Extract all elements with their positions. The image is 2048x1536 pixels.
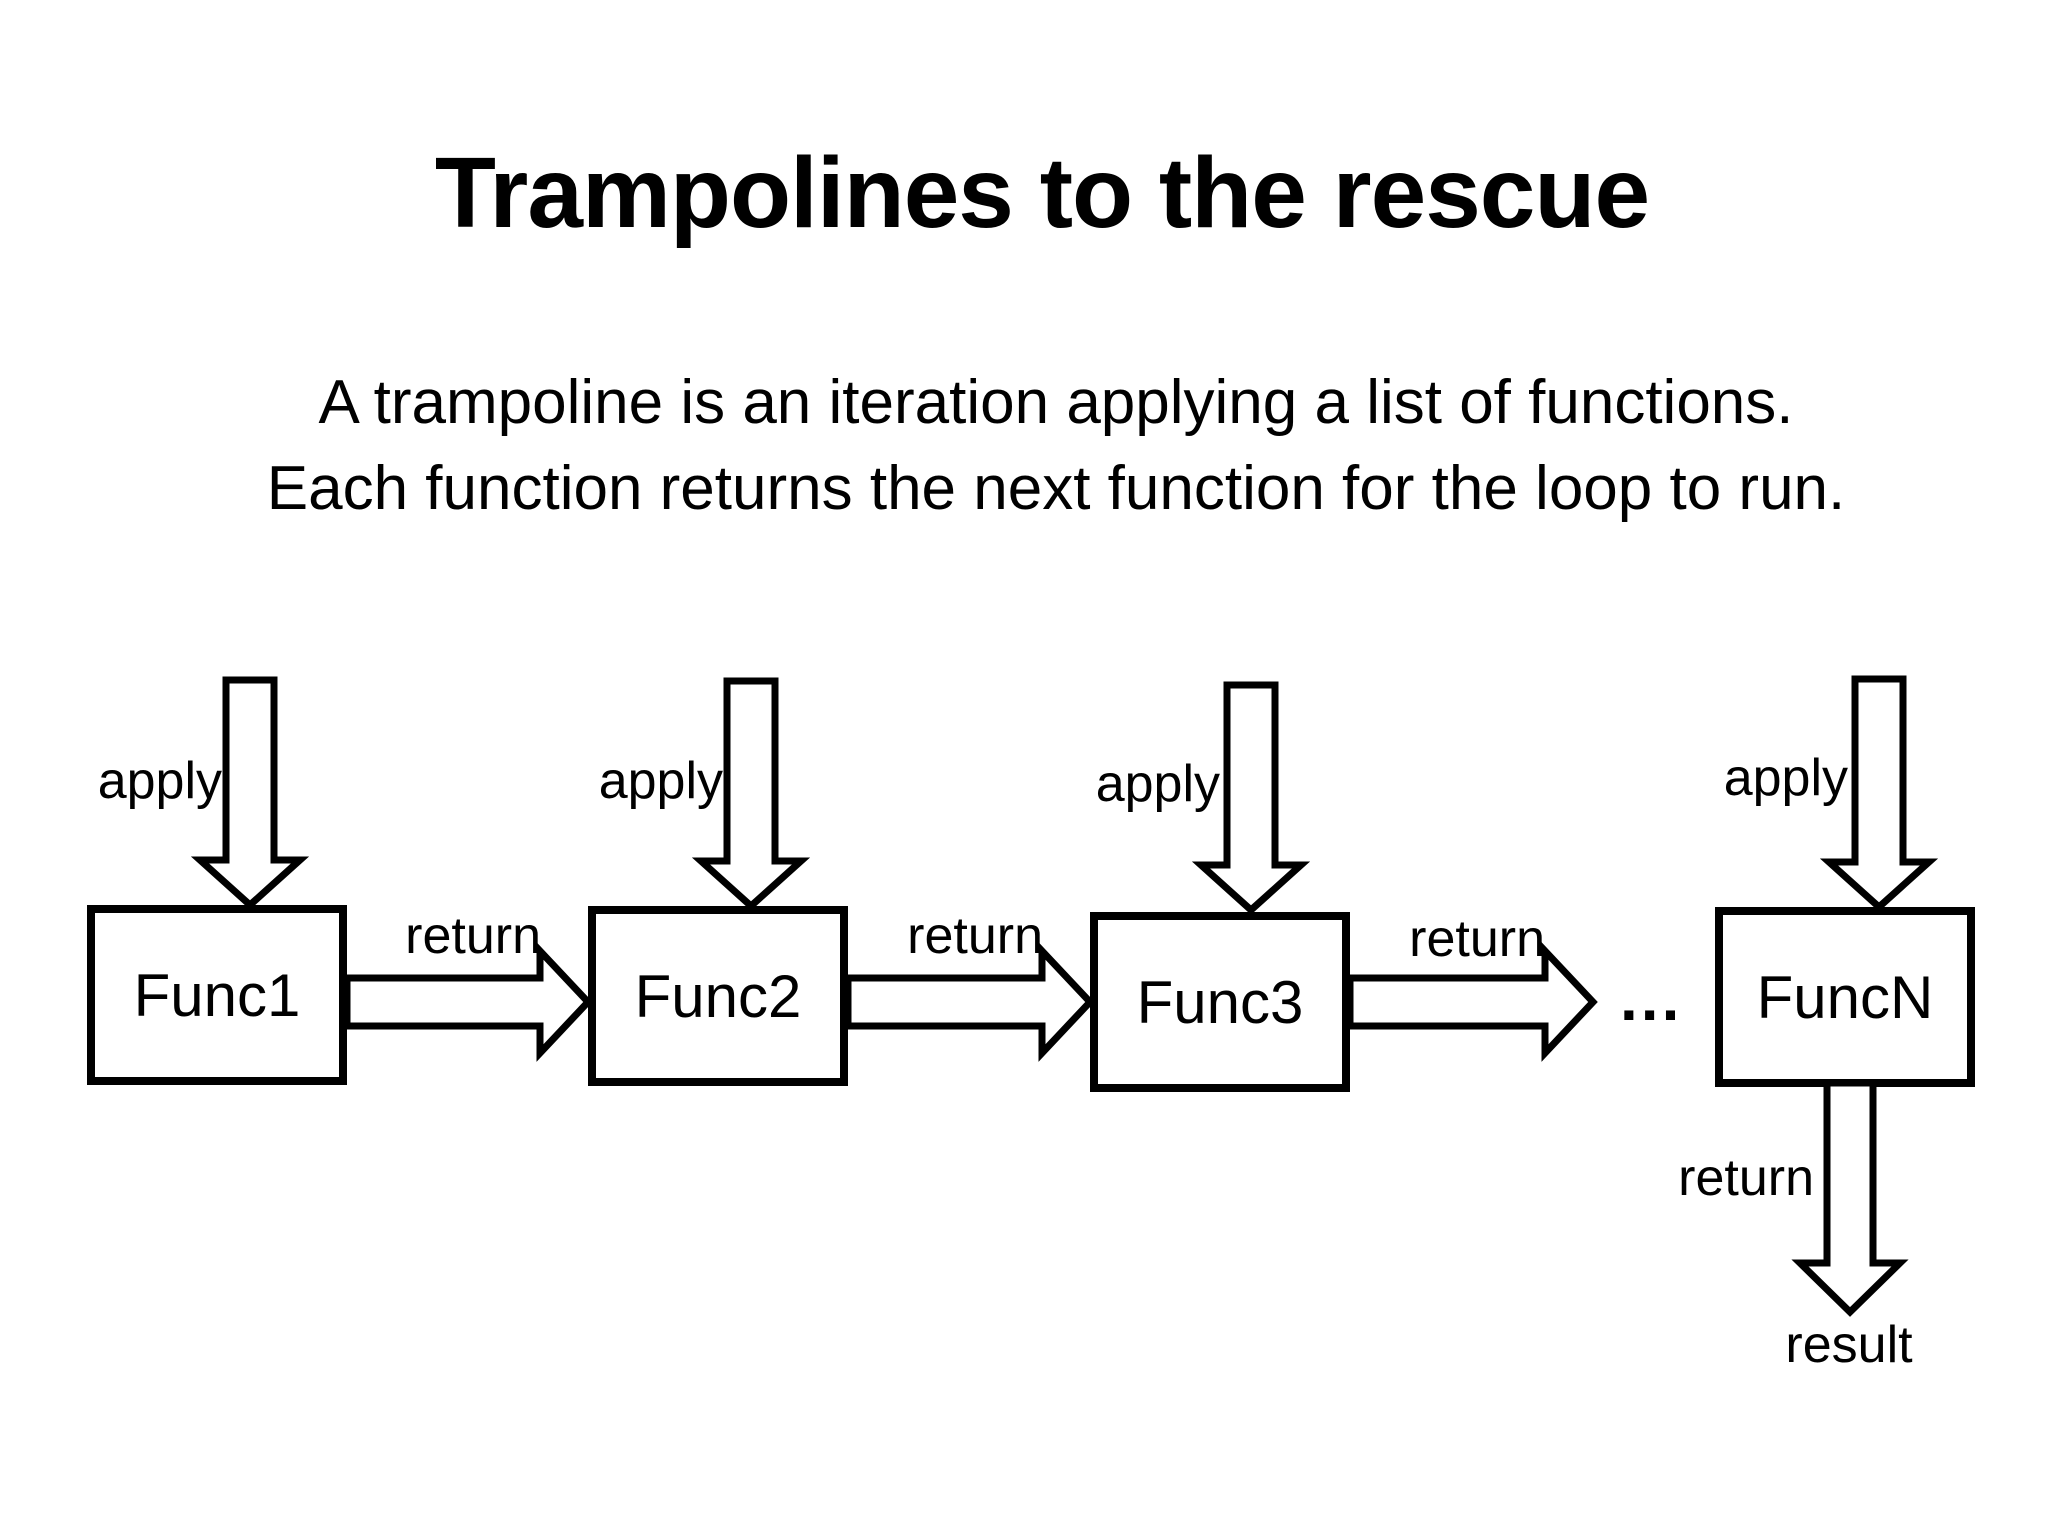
apply-label-func1: apply: [97, 752, 222, 810]
func3-label: Func3: [1136, 968, 1304, 1036]
return-label-2: return: [907, 907, 1043, 965]
return-label-3: return: [1409, 910, 1545, 968]
funcn-box: FuncN: [1715, 907, 1975, 1087]
return-label-1: return: [405, 907, 541, 965]
func2-box: Func2: [588, 906, 848, 1086]
apply-label-func2: apply: [598, 752, 723, 810]
apply-arrow-icon-funcn: [1819, 675, 1939, 912]
result-label: result: [1785, 1316, 1913, 1374]
apply-label-funcn: apply: [1723, 749, 1848, 807]
subtitle-line-1: A trampoline is an iteration applying a …: [318, 368, 1794, 437]
return-arrow-icon-down: [1791, 1079, 1909, 1317]
slide-subtitle: A trampoline is an iteration applying a …: [32, 360, 2048, 532]
slide-title: Trampolines to the rescue: [434, 137, 1650, 249]
func1-label: Func1: [133, 961, 301, 1029]
apply-arrow-icon-func1: [190, 676, 310, 910]
ellipsis-more-functions: ...: [1620, 962, 1683, 1034]
return-label-down: return: [1678, 1149, 1814, 1207]
func3-box: Func3: [1090, 912, 1350, 1092]
funcn-label: FuncN: [1756, 963, 1934, 1031]
return-arrow-icon-2: [844, 942, 1095, 1062]
apply-label-func3: apply: [1095, 755, 1220, 813]
subtitle-line-2: Each function returns the next function …: [266, 454, 1846, 523]
return-arrow-icon-1: [343, 942, 593, 1062]
apply-arrow-icon-func3: [1191, 681, 1311, 915]
func2-label: Func2: [634, 962, 802, 1030]
apply-arrow-icon-func2: [691, 677, 811, 911]
return-arrow-icon-3: [1346, 942, 1598, 1062]
func1-box: Func1: [87, 905, 347, 1085]
